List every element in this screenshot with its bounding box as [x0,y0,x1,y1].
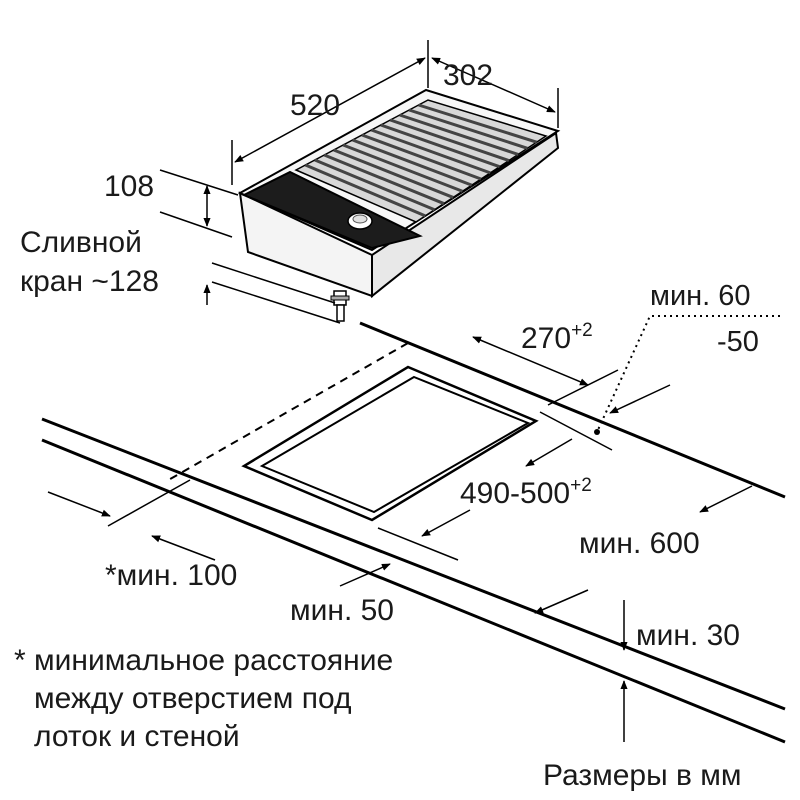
min-60-label: мин. 60 [650,280,751,312]
dim-min-60: мин. 60 -50 [539,280,780,451]
dim-490-label: 490-500+2 [460,475,592,510]
footnote-line1: * минимальное расстояние [14,644,393,677]
cutout-outer [241,365,539,522]
worktop-front-bottom-edge [41,438,786,744]
drain-label-line1: Сливной [20,226,142,259]
dim-520-label: 520 [290,89,340,122]
dim-min-50: мин. 50 [290,563,394,627]
worktop-back-edge [359,321,786,499]
dim-min-30: мин. 30 [620,600,740,742]
grate-bar [304,163,426,218]
worktop [41,321,786,744]
dim-min-100: *мин. 100 [47,479,237,592]
min-30-label: мин. 30 [636,619,740,652]
units-note: Размеры в мм [543,759,742,792]
control-panel [241,170,423,250]
dim-270: 270+2 [472,320,619,406]
drain-label-line2: кран ~128 [20,265,159,298]
worktop-dashed-edge [164,342,409,483]
dim-270-label: 270+2 [521,320,593,355]
dim-302: 302 [427,40,559,128]
dim-min-600: мин. 600 [534,485,753,614]
worktop-front-top-edge [41,417,786,711]
cutout-inner [259,375,531,514]
min-50-label: мин. 50 [290,594,394,627]
drain-tap-icon [330,290,350,322]
grill-appliance [237,88,561,322]
dim-490: 490-500+2 [377,438,592,561]
dim-520: 520 [231,57,426,185]
knob-cap [352,214,368,224]
min-100-label: *мин. 100 [105,559,237,592]
grate-bar [408,108,528,150]
cutout [241,365,539,522]
footnote-line3: лоток и стеной [34,720,240,753]
dim-108: 108 [104,169,239,238]
grill-right-side [371,131,560,299]
dim-drain: Сливной кран ~128 [20,226,341,324]
dim-302-label: 302 [443,59,493,92]
footnote-line2: между отверстием под [34,682,352,715]
min-600-label: мин. 600 [579,527,700,560]
minus-50-label: -50 [717,326,759,358]
footnote: * минимальное расстояние между отверстие… [14,644,393,753]
dim-108-label: 108 [104,170,154,203]
grate-bar [314,158,436,212]
grate-bar [323,153,445,205]
